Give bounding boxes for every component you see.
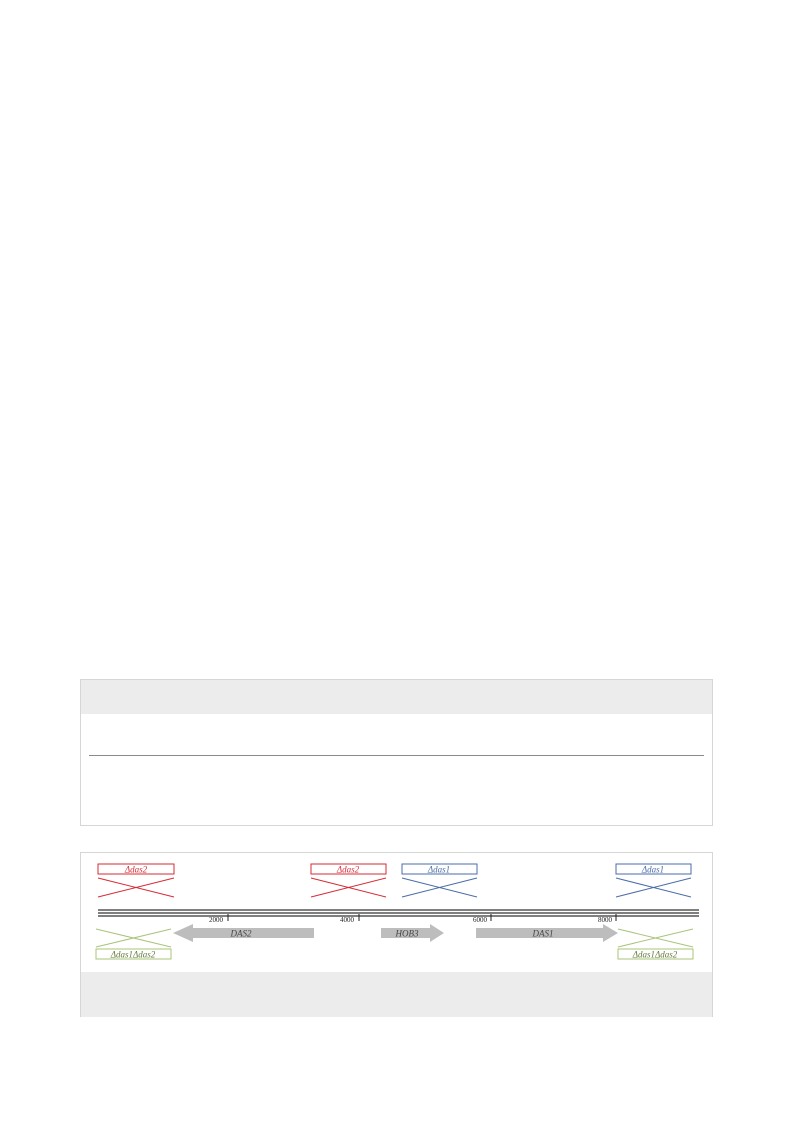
deletion-label: Δdas2 — [124, 865, 148, 875]
table-panel — [80, 679, 713, 826]
table-divider — [89, 755, 704, 756]
figure-caption-band — [81, 972, 712, 1017]
tick-4000: 4000 — [340, 914, 360, 924]
deletion-label: Δdas1 — [427, 865, 450, 875]
deletion-das2-left: Δdas2 — [97, 863, 175, 898]
crossover-line — [617, 928, 694, 948]
crossover-line — [97, 877, 175, 898]
deletion-double-left: Δdas1Δdas2 — [95, 928, 172, 960]
gene-label: DAS2 — [230, 929, 252, 939]
tick-2000: 2000 — [209, 914, 229, 924]
chromosome-line — [98, 909, 699, 917]
crossover-line — [95, 928, 172, 948]
gene-label: DAS1 — [532, 929, 554, 939]
deletion-label: Δdas1 — [641, 865, 664, 875]
deletion-label: Δdas2 — [336, 865, 360, 875]
tick-6000: 6000 — [473, 914, 492, 924]
deletion-label: Δdas1Δdas2 — [632, 950, 678, 960]
tick-label: 8000 — [598, 916, 613, 924]
gene-label: HOB3 — [395, 929, 419, 939]
gene-locus-diagram: Δdas2 Δdas2 Δdas1 Δdas1 — [95, 863, 699, 960]
gene-hob3-arrow: HOB3 — [381, 924, 444, 942]
gene-das1-arrow: DAS1 — [476, 924, 618, 942]
deletion-das2-right: Δdas2 — [310, 863, 387, 898]
figure-panel: Δdas2 Δdas2 Δdas1 Δdas1 — [80, 852, 713, 1017]
gene-das2-arrow: DAS2 — [173, 924, 314, 942]
deletion-double-right: Δdas1Δdas2 — [617, 928, 694, 960]
tick-label: 4000 — [340, 916, 355, 924]
tick-label: 2000 — [209, 916, 224, 924]
crossover-line — [401, 877, 478, 898]
deletion-das1-right: Δdas1 — [615, 863, 692, 898]
tick-8000: 8000 — [598, 914, 617, 924]
table-header-band — [81, 680, 712, 714]
deletion-das1-left: Δdas1 — [401, 863, 478, 898]
crossover-line — [615, 877, 692, 898]
crossover-line — [310, 877, 387, 898]
tick-label: 6000 — [473, 916, 488, 924]
deletion-label: Δdas1Δdas2 — [110, 950, 156, 960]
